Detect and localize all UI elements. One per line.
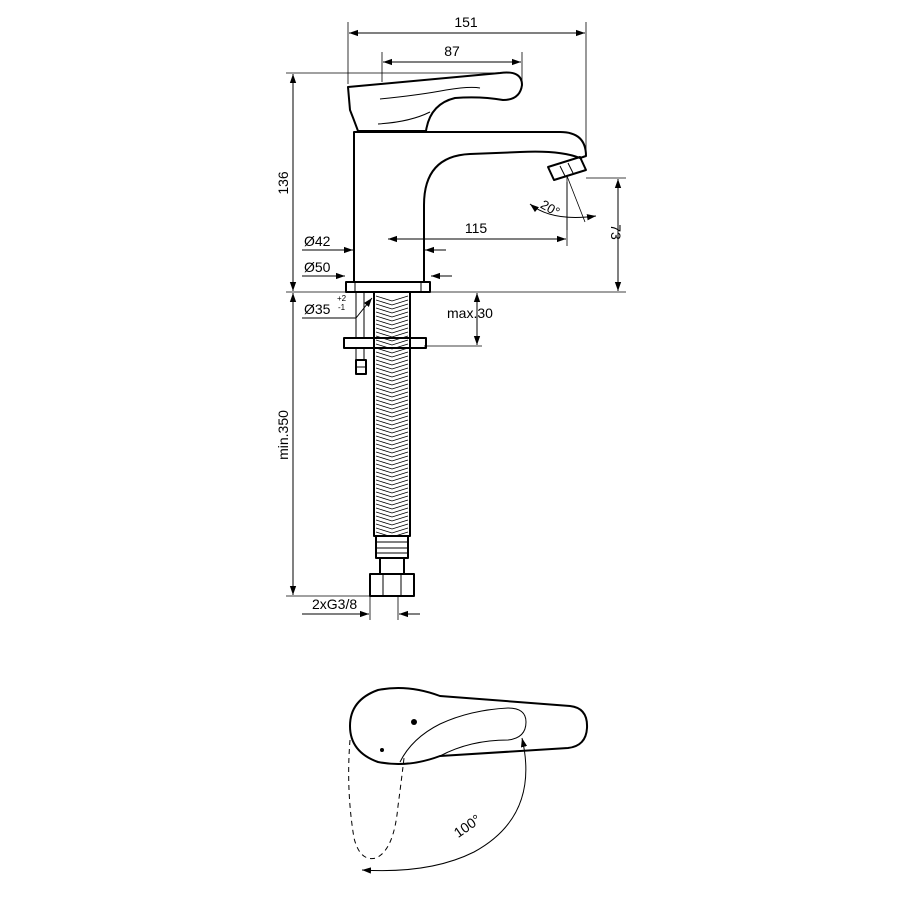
dimension-73-label: 73 [608, 224, 624, 240]
hose-connector-neck [379, 557, 405, 575]
tolerance-lower-label: -1 [338, 303, 346, 312]
dimension-350-label: min.350 [275, 410, 291, 460]
rotation-angle-label: 100° [451, 811, 484, 841]
hose-connector-nut [369, 573, 415, 597]
lever-top-outline [349, 687, 589, 765]
dimension-max30-label: max.30 [447, 305, 493, 321]
hose-ferrule [375, 535, 409, 559]
rotation-arc [361, 737, 528, 874]
dimension-115-label: 115 [465, 220, 488, 236]
lever-handle [347, 71, 523, 132]
lever-rotated-ghost [348, 739, 405, 860]
dimension-151-label: 151 [454, 14, 478, 30]
dimension-20deg-arc [529, 203, 597, 221]
fixing-rod [355, 291, 365, 369]
dimension-87-label: 87 [444, 43, 460, 59]
base-flange [345, 281, 431, 293]
hose-braid [375, 295, 409, 538]
dimension-diameter35-label: Ø35 [304, 301, 331, 317]
dimension-diameter50-label: Ø50 [304, 259, 331, 275]
pivot-dot-small [380, 748, 384, 752]
dimension-136-label: 136 [275, 171, 291, 195]
tap-side-view [343, 71, 587, 597]
tap-body-outline [353, 131, 587, 283]
tolerance-upper-label: +2 [337, 294, 347, 303]
aerator [547, 156, 587, 181]
tap-top-view: 100° [348, 687, 589, 874]
dimension-lines: 151 87 136 min.350 73 115 20° Ø42 Ø50 Ø3… [275, 14, 626, 620]
dimension-connection-label: 2xG3/8 [312, 596, 357, 612]
pivot-dot [411, 719, 417, 725]
dimension-diameter42-label: Ø42 [304, 233, 331, 249]
